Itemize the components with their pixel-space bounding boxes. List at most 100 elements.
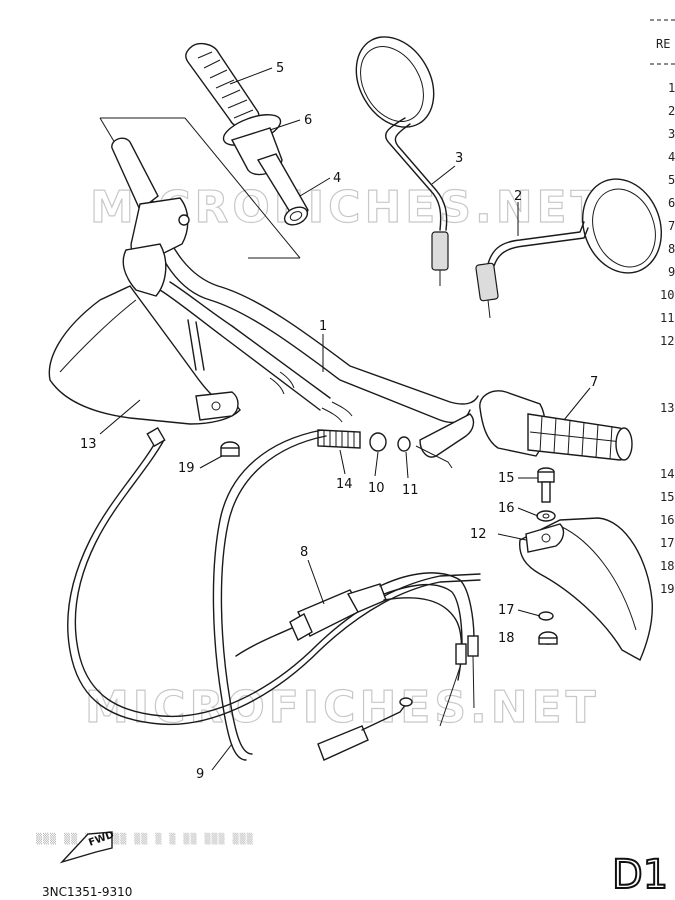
right-throttle-grip — [479, 390, 633, 461]
adjuster-coils — [323, 430, 355, 448]
left-guard-rib — [59, 299, 137, 373]
leader-17 — [517, 609, 541, 617]
right-mirror-glass — [592, 188, 656, 268]
column-entry-11: 11 — [660, 311, 674, 325]
leader-4 — [299, 177, 331, 197]
callout-13: 13 — [80, 437, 97, 452]
right-grip-pattern — [529, 415, 623, 460]
faint-stamp: ▒▒▒ ▒▒ ▒▒▒ ▒▒ ▒▒ ▒ ▒ ▒▒ ▒▒▒ ▒▒▒ — [36, 832, 254, 845]
right-mirror-base — [475, 262, 499, 302]
column-entry-2: 2 — [668, 104, 675, 118]
callouts: 5 6 4 3 2 1 7 8 9 10 11 12 13 14 15 16 1… — [80, 61, 598, 782]
handlebar-knurl-2 — [321, 401, 353, 423]
column-entry-5: 5 — [668, 173, 675, 187]
left-mirror-base — [431, 231, 449, 271]
right-mirror-head — [581, 178, 663, 274]
branch-a-end — [467, 635, 479, 657]
throttle-cable-branch-b — [383, 583, 463, 645]
branch-b-end — [455, 643, 467, 665]
handlebar-lower-edge — [129, 145, 479, 405]
part-number: 3NC1351-9310 — [42, 885, 132, 899]
left-guard-mount — [195, 391, 239, 421]
brake-lever — [419, 413, 475, 458]
fwd-arrow-shape — [59, 831, 113, 864]
column-entry-1: 1 — [668, 81, 675, 95]
callout-8: 8 — [300, 545, 308, 560]
bolt-15-hex — [537, 471, 555, 483]
reference-column: RE 1 2 3 4 5 6 7 8 9 10 11 12 13 14 15 1… — [650, 19, 675, 596]
right-guard-hole — [541, 533, 551, 543]
leader-3 — [431, 165, 456, 185]
left-mirror — [355, 36, 449, 286]
callout-4: 4 — [333, 171, 341, 186]
cable-junction — [289, 583, 387, 641]
right-mirror — [475, 178, 663, 319]
right-grip-end — [615, 427, 633, 461]
leader-16 — [517, 507, 539, 517]
column-entry-10: 10 — [660, 288, 674, 302]
left-guard-nut — [220, 441, 240, 457]
leader-8 — [307, 559, 325, 605]
column-entry-14: 14 — [660, 467, 674, 481]
branch-a-wire — [472, 655, 475, 709]
bolt-15-shank — [541, 481, 551, 503]
right-hand-guard — [519, 517, 654, 661]
branch-b-wire — [439, 663, 462, 727]
left-lever-cable — [187, 319, 205, 371]
right-guard-mount — [525, 523, 565, 553]
locknut-10-body — [369, 432, 387, 452]
throttle-cable — [212, 429, 479, 761]
throttle-cable-branch-a — [379, 572, 475, 641]
bolt-11 — [397, 436, 411, 452]
right-mirror-thread — [487, 299, 491, 319]
left-guard-shell — [48, 285, 241, 425]
callout-2: 2 — [514, 189, 522, 204]
right-mirror-stem — [487, 221, 585, 265]
grip-pattern — [197, 51, 254, 119]
left-guard-hole — [211, 401, 221, 411]
leader-9 — [211, 743, 233, 771]
clutch-cable — [67, 426, 481, 726]
throttle-cable-main-edge — [220, 435, 327, 755]
lower-cable-fitting — [317, 725, 369, 761]
callout-12: 12 — [470, 527, 487, 542]
washer-17 — [538, 611, 554, 621]
bracket-right — [184, 117, 301, 259]
bar-left-end — [111, 137, 159, 212]
throttle-cable-main — [212, 429, 323, 761]
left-mirror-head — [355, 36, 435, 128]
callout-7: 7 — [590, 375, 598, 390]
column-entry-12: 12 — [660, 334, 674, 348]
handlebar — [117, 145, 479, 424]
left-switch-body — [130, 197, 189, 262]
right-guard-shell — [519, 517, 654, 661]
callout-1: 1 — [319, 319, 327, 334]
bolt-15 — [537, 467, 555, 503]
callout-15: 15 — [498, 471, 515, 486]
nut-19-body — [220, 447, 240, 457]
callout-10: 10 — [368, 481, 385, 496]
lower-cable-nipple — [399, 697, 413, 707]
callout-6: 6 — [304, 113, 312, 128]
left-hand-guard — [48, 285, 241, 425]
handlebar-upper-edge — [117, 149, 471, 424]
column-entry-18: 18 — [660, 559, 674, 573]
callout-14: 14 — [336, 477, 353, 492]
clutch-cable-outer — [67, 437, 481, 726]
nut-18-body — [538, 637, 558, 645]
right-guard-rib — [559, 525, 637, 631]
leader-5 — [229, 67, 273, 85]
callout-16: 16 — [498, 501, 515, 516]
column-entry-17: 17 — [660, 536, 674, 550]
nut-18 — [538, 631, 558, 645]
throttle-cable-branch-c — [383, 597, 463, 681]
callout-17: 17 — [498, 603, 515, 618]
column-entry-13: 13 — [660, 401, 674, 415]
callout-9: 9 — [196, 767, 204, 782]
locknut-10 — [369, 432, 387, 452]
column-entry-9: 9 — [668, 265, 675, 279]
left-grip — [185, 42, 260, 129]
callout-18: 18 — [498, 631, 515, 646]
column-entry-15: 15 — [660, 490, 674, 504]
left-switch-screw — [178, 214, 190, 226]
